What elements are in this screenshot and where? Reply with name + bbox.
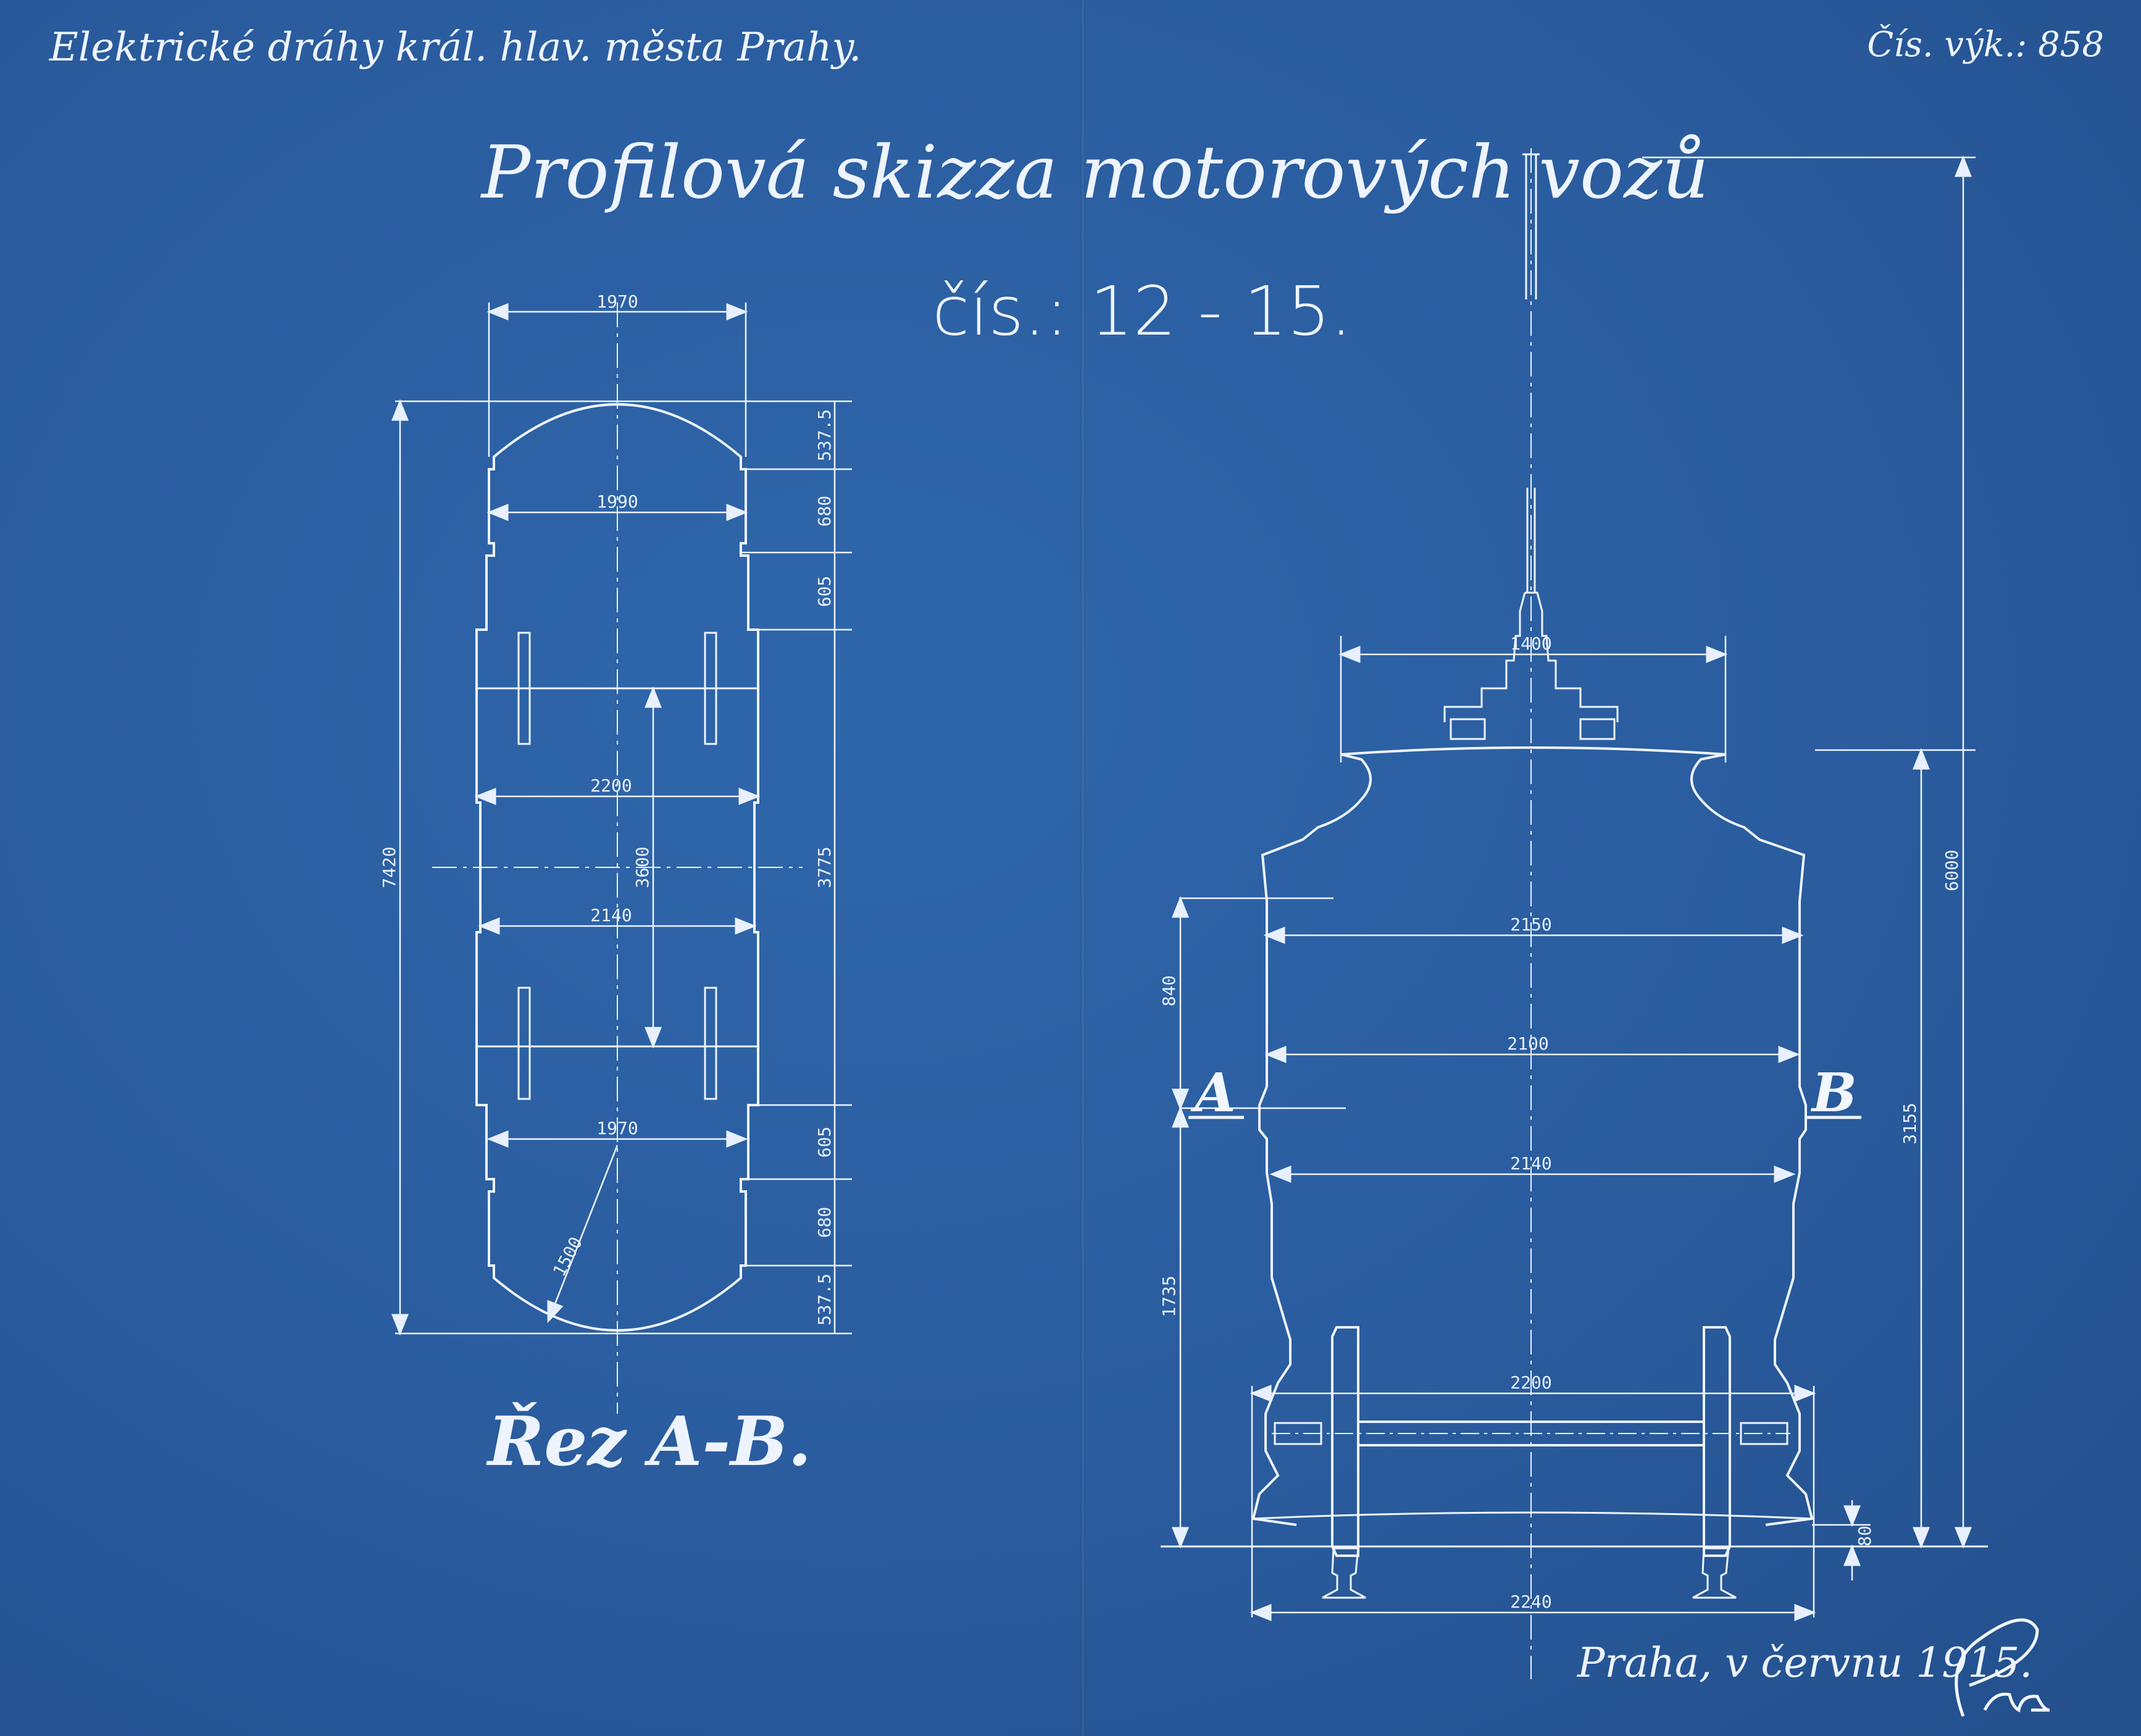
underframe [1253, 1511, 1813, 1520]
dim-height-840: 840 [1159, 975, 1179, 1007]
dim-height-3155: 3155 [1900, 1103, 1920, 1144]
axle-box-right [1740, 1422, 1788, 1445]
section-mark-b: B [1810, 1062, 1857, 1124]
axle-box-left [1274, 1422, 1322, 1445]
rail-left [1322, 1547, 1366, 1599]
dim-plan-top-width: 1970 [596, 291, 638, 312]
car-body-section [1251, 753, 1814, 1526]
dim-width-2150: 2150 [1510, 914, 1551, 935]
header-left: Elektrické dráhy král. hlav. města Prahy… [49, 25, 862, 70]
plan-dimension-labels: 1970 1990 2200 2140 1970 3600 1500 7420 … [379, 291, 835, 1325]
dim-seg-4: 605 [814, 1127, 835, 1158]
dim-width-2200: 2200 [1510, 1372, 1551, 1393]
dim-height-1735: 1735 [1159, 1275, 1179, 1317]
dim-plan-width-2140: 2140 [590, 905, 632, 925]
wheel-right [1703, 1326, 1731, 1557]
wheel-slot-3 [517, 987, 531, 1100]
dim-height-6000: 6000 [1942, 849, 1962, 891]
roof-line [1340, 746, 1726, 756]
signature [1955, 1618, 2050, 1717]
section-caption: Řez A-B. [488, 1401, 812, 1481]
dim-radius: 1500 [549, 1233, 586, 1280]
wheel-slot-4 [704, 987, 717, 1100]
rail-right [1692, 1547, 1737, 1599]
dim-seg-5: 680 [814, 1207, 835, 1238]
paper-fold [1080, 0, 1085, 1736]
dim-seg-center: 3775 [814, 846, 835, 888]
car-body-outline [475, 403, 759, 1332]
dim-plan-bottom-width: 1970 [596, 1118, 638, 1138]
dim-width-2240: 2240 [1510, 1592, 1551, 1612]
dim-width-2140: 2140 [1510, 1153, 1551, 1174]
dim-height-80: 80 [1855, 1525, 1875, 1546]
wheel-slot-1 [517, 632, 531, 745]
dim-overall-length: 7420 [379, 846, 399, 888]
section-dimension-labels: 1400 2150 2100 2140 2200 2240 840 1735 8… [1159, 633, 1962, 1612]
section-mark-a: A [1190, 1062, 1236, 1124]
roof-block-left [1450, 718, 1486, 740]
car-numbers: čís.: 12 - 15. [932, 272, 1352, 351]
dim-seg-1: 537.5 [814, 409, 835, 461]
drawing-number: Čís. výk.: 858 [1867, 25, 2104, 65]
drawing-title: Profilová skizza motorových vozů [481, 130, 1709, 215]
dim-pantograph-width: 1400 [1510, 633, 1551, 654]
dim-width-2100: 2100 [1507, 1033, 1548, 1054]
dim-wheelbase: 3600 [632, 846, 653, 888]
dim-plan-width-2200: 2200 [590, 775, 632, 796]
wheel-left [1331, 1326, 1359, 1557]
roof-block-right [1579, 718, 1616, 740]
plan-view [391, 303, 852, 1414]
wheel-slot-2 [704, 632, 717, 745]
dim-seg-3: 605 [814, 576, 835, 607]
dim-plan-width-1990: 1990 [596, 491, 638, 512]
dim-seg-2: 680 [814, 496, 835, 527]
trolley-pole [1522, 153, 1540, 593]
cross-section-view [1161, 148, 1988, 1679]
dim-seg-6: 537.5 [814, 1274, 835, 1325]
